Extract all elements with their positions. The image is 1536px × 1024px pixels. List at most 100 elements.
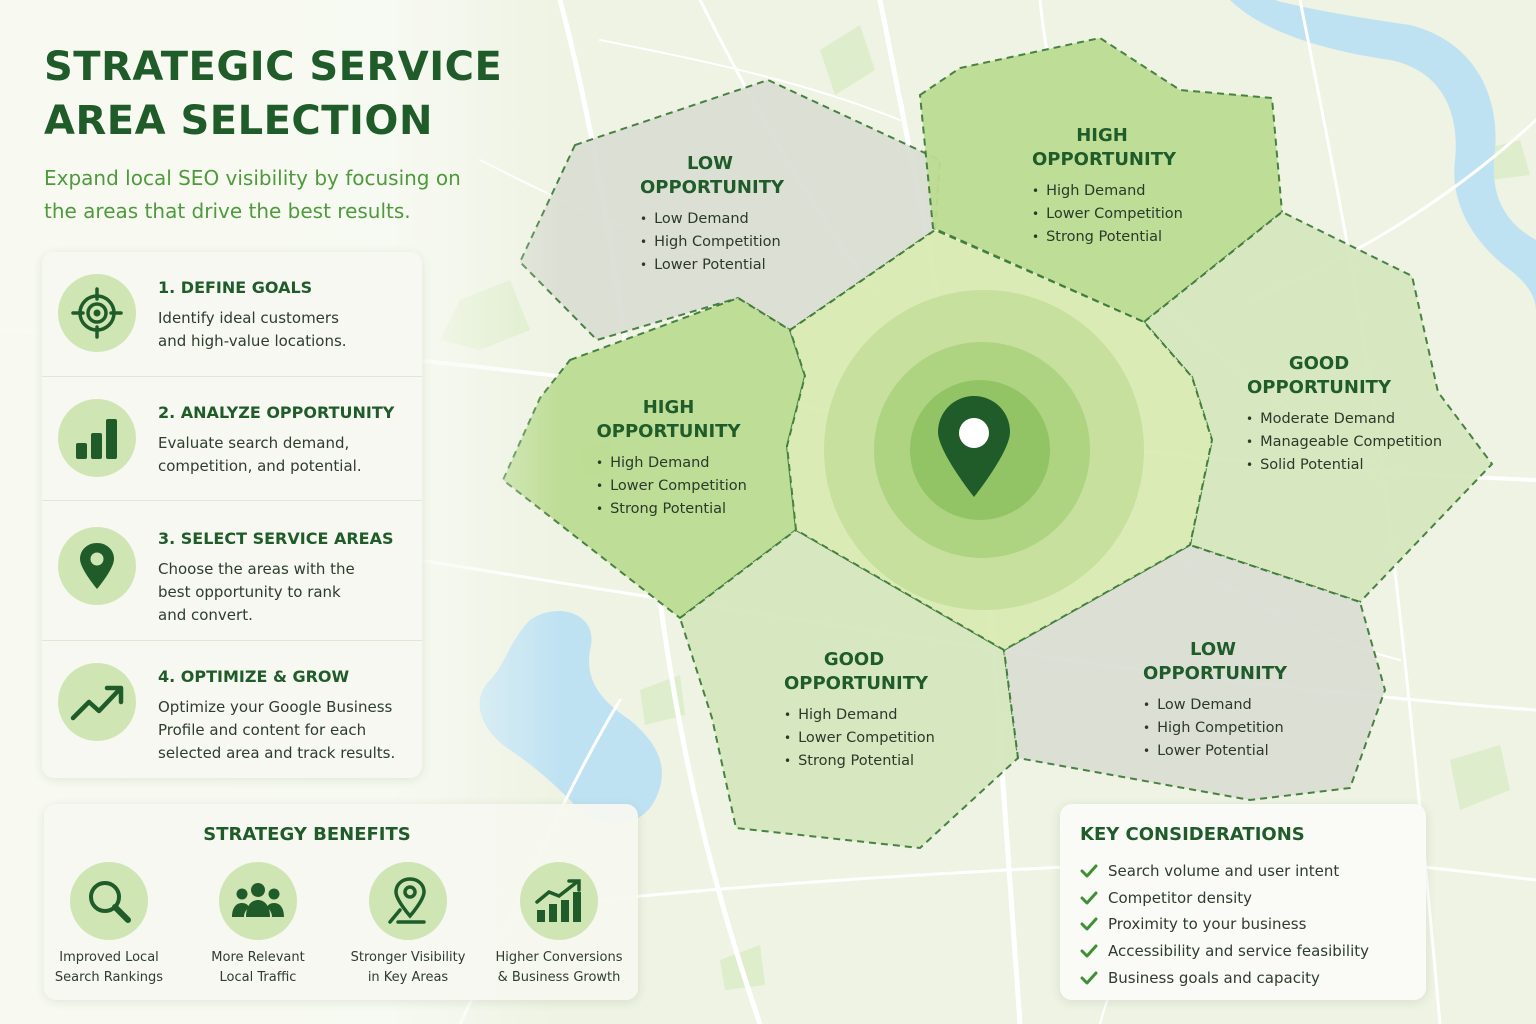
trend-up-icon [58, 663, 136, 741]
bar-chart-icon [58, 399, 136, 477]
considerations-list: Search volume and user intent Competitor… [1080, 858, 1369, 991]
zone-bullet: Solid Potential [1246, 454, 1466, 477]
title-line-2: AREA SELECTION [44, 98, 433, 144]
step-description: Evaluate search demand, competition, and… [158, 434, 362, 475]
zone-title-line: OPPORTUNITY [640, 177, 785, 198]
benefit-traffic: More Relevant Local Traffic [183, 862, 333, 988]
benefit-rankings: Improved Local Search Rankings [34, 862, 184, 988]
benefits-title: STRATEGY BENEFITS [203, 824, 411, 845]
consideration-text: Search volume and user intent [1108, 862, 1340, 881]
zone-title-line: LOW [687, 153, 733, 174]
zone-label-left: HIGH OPPORTUNITY High Demand Lower Compe… [596, 396, 796, 521]
consideration-text: Business goals and capacity [1108, 968, 1320, 987]
step-select-service-areas[interactable]: 3. SELECT SERVICE AREAS Choose the areas… [42, 500, 422, 640]
zone-title: GOOD OPPORTUNITY [784, 648, 929, 696]
zone-label-right: GOOD OPPORTUNITY Moderate Demand Managea… [1246, 352, 1466, 477]
check-icon [1080, 917, 1108, 931]
zone-bullets: Low Demand High Competition Lower Potent… [1143, 694, 1343, 763]
benefit-label: More Relevant Local Traffic [211, 950, 305, 985]
benefit-label: Higher Conversions & Business Growth [495, 950, 623, 985]
zone-title-line: LOW [1190, 639, 1236, 660]
zone-title-line: GOOD [1288, 353, 1350, 374]
check-icon [1080, 944, 1108, 958]
zone-title: HIGH OPPORTUNITY [1032, 124, 1177, 172]
key-considerations-panel: KEY CONSIDERATIONS Search volume and use… [1060, 804, 1426, 1000]
zone-title-line: OPPORTUNITY [1032, 149, 1177, 170]
strategy-benefits-panel: STRATEGY BENEFITS Improved Local Search … [44, 804, 638, 1000]
benefit-conversions: Higher Conversions & Business Growth [484, 862, 634, 988]
benefit-label: Improved Local Search Rankings [54, 950, 164, 985]
people-icon [219, 862, 297, 940]
map-pin-icon [369, 862, 447, 940]
consideration-item: Competitor density [1080, 885, 1369, 912]
zone-bullet: Strong Potential [1032, 226, 1252, 249]
zone-label-top-right: HIGH OPPORTUNITY High Demand Lower Compe… [1032, 124, 1252, 249]
zone-bullet: Lower Competition [1032, 203, 1252, 226]
step-title: 2. ANALYZE OPPORTUNITY [158, 403, 395, 422]
step-description: Optimize your Google Business Profile an… [158, 698, 396, 762]
step-define-goals[interactable]: 1. DEFINE GOALS Identify ideal customers… [42, 252, 422, 376]
zone-title-line: OPPORTUNITY [1246, 377, 1391, 398]
zone-label-bottom: GOOD OPPORTUNITY High Demand Lower Compe… [784, 648, 984, 773]
zone-title-line: HIGH [642, 397, 695, 418]
step-description: Identify ideal customers and high-value … [158, 309, 347, 350]
zone-title: LOW OPPORTUNITY [1143, 638, 1288, 686]
consideration-text: Competitor density [1108, 888, 1253, 907]
zone-title-line: GOOD [823, 649, 885, 670]
zone-bullets: High Demand Lower Competition Strong Pot… [784, 704, 984, 773]
consideration-text: Accessibility and service feasibility [1108, 942, 1370, 961]
zone-bullet: High Demand [596, 452, 796, 475]
consideration-item: Search volume and user intent [1080, 858, 1369, 885]
benefit-label: Stronger Visibility in Key Areas [350, 950, 466, 985]
center-location-pin-icon[interactable] [938, 396, 1010, 497]
zone-bullet: Lower Competition [784, 727, 984, 750]
zone-bullet: High Demand [1032, 180, 1252, 203]
magnifier-icon [70, 862, 148, 940]
page-subtitle: Expand local SEO visibility by focusing … [44, 166, 461, 223]
zone-bullet: Lower Potential [1143, 740, 1343, 763]
step-title: 3. SELECT SERVICE AREAS [158, 529, 394, 548]
step-analyze-opportunity[interactable]: 2. ANALYZE OPPORTUNITY Evaluate search d… [42, 376, 422, 500]
zone-bullet: Strong Potential [784, 750, 984, 773]
zone-bullet: Strong Potential [596, 498, 796, 521]
step-title: 4. OPTIMIZE & GROW [158, 667, 350, 686]
step-optimize-grow[interactable]: 4. OPTIMIZE & GROW Optimize your Google … [42, 640, 422, 778]
zone-bullets: Moderate Demand Manageable Competition S… [1246, 408, 1466, 477]
step-description: Choose the areas with the best opportuni… [158, 560, 355, 624]
steps-panel: 1. DEFINE GOALS Identify ideal customers… [42, 252, 422, 778]
step-title: 1. DEFINE GOALS [158, 278, 313, 297]
zone-bullets: High Demand Lower Competition Strong Pot… [596, 452, 796, 521]
title-line-1: STRATEGIC SERVICE [44, 44, 503, 90]
zone-bullet: Lower Potential [640, 254, 860, 277]
zone-label-bottom-right: LOW OPPORTUNITY Low Demand High Competit… [1143, 638, 1343, 763]
zone-bullet: Manageable Competition [1246, 431, 1466, 454]
check-icon [1080, 971, 1108, 985]
page-title: STRATEGIC SERVICE AREA SELECTION [44, 40, 524, 148]
zone-bullets: Low Demand High Competition Lower Potent… [640, 208, 860, 277]
zone-label-top-left: LOW OPPORTUNITY Low Demand High Competit… [640, 152, 860, 277]
consideration-item: Accessibility and service feasibility [1080, 938, 1369, 965]
zone-title: HIGH OPPORTUNITY [596, 396, 741, 444]
zone-bullet: Lower Competition [596, 475, 796, 498]
zone-bullet: Moderate Demand [1246, 408, 1466, 431]
river [1230, 0, 1536, 310]
location-pin-icon [58, 527, 136, 605]
benefit-visibility: Stronger Visibility in Key Areas [333, 862, 483, 988]
consideration-item: Business goals and capacity [1080, 964, 1369, 991]
zone-bullet: Low Demand [1143, 694, 1343, 717]
check-icon [1080, 864, 1108, 878]
zone-title: GOOD OPPORTUNITY [1246, 352, 1392, 400]
zone-title-line: OPPORTUNITY [596, 421, 741, 442]
growth-chart-icon [520, 862, 598, 940]
zone-title-line: OPPORTUNITY [784, 673, 929, 694]
considerations-title: KEY CONSIDERATIONS [1080, 824, 1305, 845]
zone-title-line: OPPORTUNITY [1143, 663, 1288, 684]
zone-right[interactable] [1142, 210, 1494, 604]
zone-bullets: High Demand Lower Competition Strong Pot… [1032, 180, 1252, 249]
consideration-text: Proximity to your business [1108, 915, 1307, 934]
consideration-item: Proximity to your business [1080, 911, 1369, 938]
zone-bullet: High Competition [1143, 717, 1343, 740]
target-icon [58, 274, 136, 352]
check-icon [1080, 891, 1108, 905]
